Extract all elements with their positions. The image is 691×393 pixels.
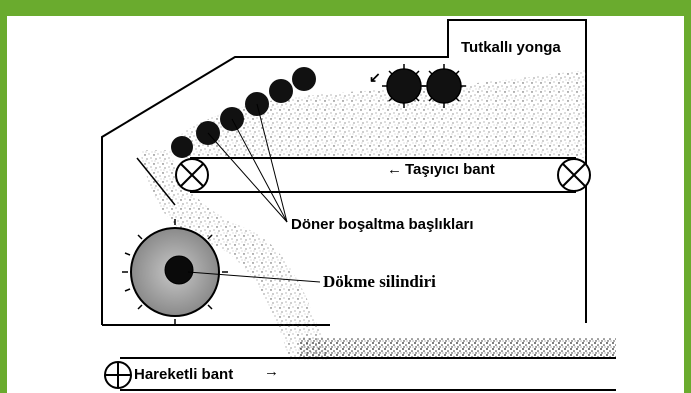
- carrier-belt-arrow: ←: [387, 162, 402, 177]
- carrier-roller-right: [558, 159, 590, 191]
- glued-chips-label: Tutkallı yonga: [461, 40, 561, 55]
- moving-belt-arrow: →: [264, 364, 279, 379]
- carrier-belt-label: Taşıyıcı bant: [405, 162, 495, 177]
- moving-roller-left: [105, 362, 131, 388]
- feed-arrow: ↙: [369, 70, 381, 84]
- casting-drum-label: Dökme silindiri: [323, 273, 436, 290]
- moving-belt-label: Hareketli bant: [134, 367, 233, 382]
- discharge-heads-label: Döner boşaltma başlıkları: [291, 217, 474, 232]
- carrier-roller-left: [176, 159, 208, 191]
- chip-mat: [300, 338, 616, 358]
